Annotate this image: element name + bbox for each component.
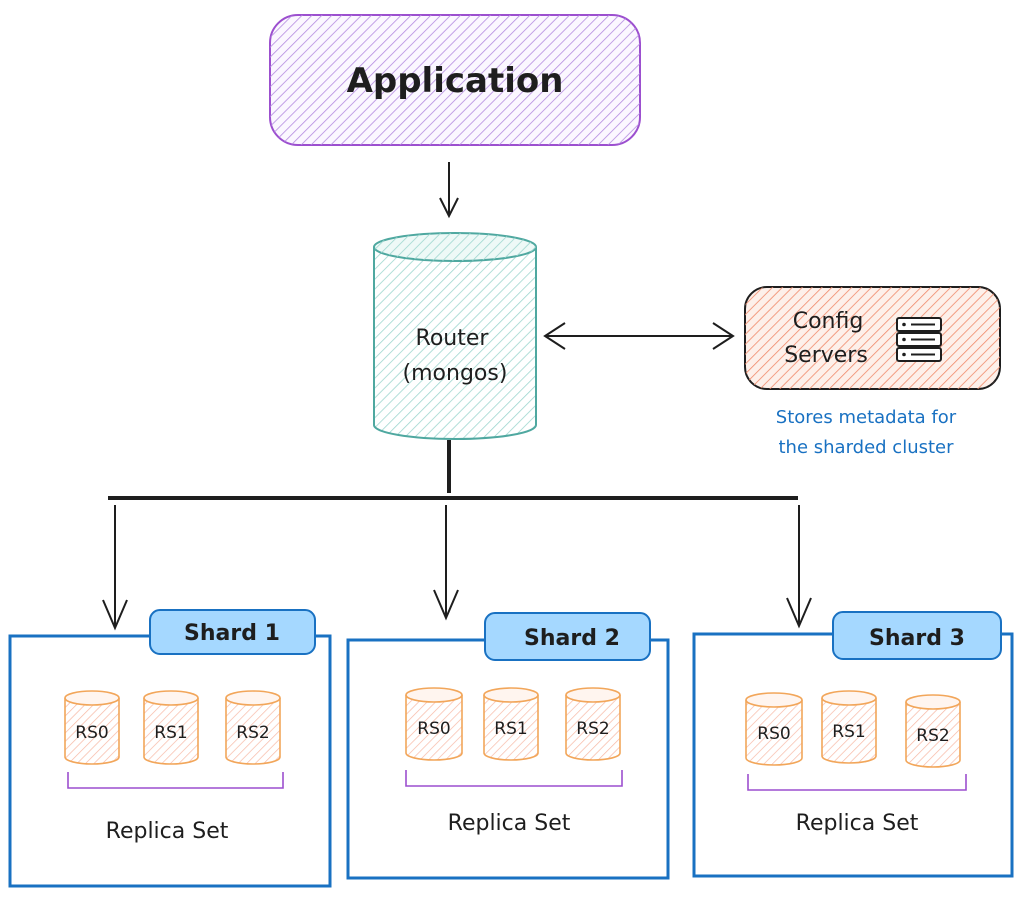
rs1-cylinder: RS1 (821, 690, 877, 764)
rs1-label: RS1 (154, 723, 187, 743)
router-label: Router (416, 326, 490, 351)
router-sublabel: (mongos) (403, 361, 508, 386)
config-servers-box: Config Servers (744, 286, 1001, 390)
rs2-label: RS2 (236, 723, 269, 743)
shard-1-title: Shard 1 (184, 621, 280, 646)
rs2-label: RS2 (916, 726, 949, 746)
config-note-line2: the sharded cluster (778, 437, 954, 458)
config-label: Config (793, 309, 864, 334)
bus-to-shard-1-arrow (102, 505, 128, 631)
config-sublabel: Servers (784, 343, 868, 368)
app-to-router-arrow (439, 162, 459, 219)
shard-3-panel: Shard 3 RS0 RS1 RS2 Replica Set (692, 611, 1014, 878)
rs0-cylinder: RS0 (64, 690, 120, 765)
rs1-label: RS1 (832, 722, 865, 742)
rs2-cylinder: RS2 (905, 694, 961, 768)
application-box: Application (269, 14, 641, 146)
application-label: Application (347, 61, 564, 101)
shard-1-tab: Shard 1 (149, 609, 316, 655)
shard-1-panel: Shard 1 RS0 RS1 RS2 Replica Set (8, 609, 332, 888)
rs0-label: RS0 (417, 719, 450, 739)
config-note-line1: Stores metadata for (776, 407, 957, 428)
bus-to-shard-2-arrow (433, 505, 459, 621)
server-stack-icon (896, 317, 942, 362)
replica-set-bracket (405, 770, 623, 787)
distribution-bus (108, 440, 798, 500)
rs1-label: RS1 (494, 719, 527, 739)
shard-2-caption: Replica Set (448, 811, 571, 836)
router-config-arrow (543, 322, 735, 350)
shard-2-title: Shard 2 (524, 626, 620, 651)
rs1-cylinder: RS1 (143, 690, 199, 765)
rs2-label: RS2 (576, 719, 609, 739)
rs2-cylinder: RS2 (565, 687, 621, 761)
replica-set-bracket (747, 774, 967, 791)
replica-set-bracket (67, 772, 284, 789)
shard-3-caption: Replica Set (796, 811, 919, 836)
rs0-label: RS0 (75, 723, 108, 743)
bus-to-shard-3-arrow (786, 505, 812, 629)
shard-3-title: Shard 3 (869, 626, 965, 651)
rs0-label: RS0 (757, 724, 790, 744)
rs0-cylinder: RS0 (405, 687, 463, 761)
rs1-cylinder: RS1 (483, 687, 539, 761)
rs0-cylinder: RS0 (745, 692, 803, 766)
router-cylinder: Router (mongos) (373, 232, 537, 440)
shard-2-panel: Shard 2 RS0 RS1 RS2 Replica Set (346, 612, 670, 880)
shard-3-tab: Shard 3 (832, 611, 1002, 660)
shard-2-tab: Shard 2 (484, 612, 651, 661)
rs2-cylinder: RS2 (225, 690, 281, 765)
shard-1-caption: Replica Set (106, 819, 229, 844)
